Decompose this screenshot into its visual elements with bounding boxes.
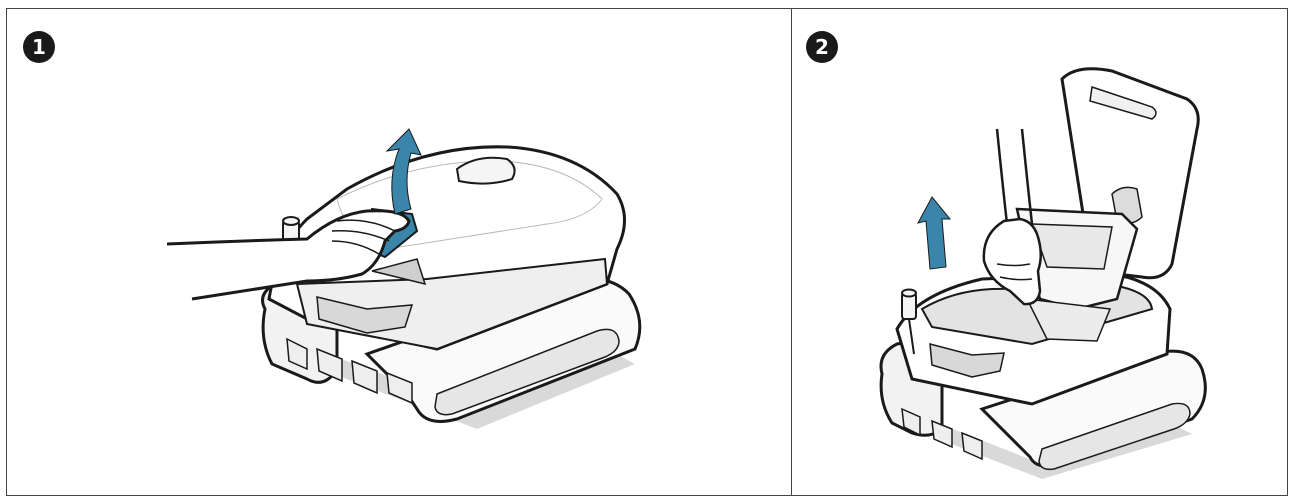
step-1-illustration [7, 9, 792, 496]
step-2-panel: 2 [791, 8, 1288, 496]
straight-up-arrow-icon [918, 197, 950, 269]
step-2-illustration [792, 9, 1288, 496]
step-1-panel: 1 [6, 8, 792, 496]
